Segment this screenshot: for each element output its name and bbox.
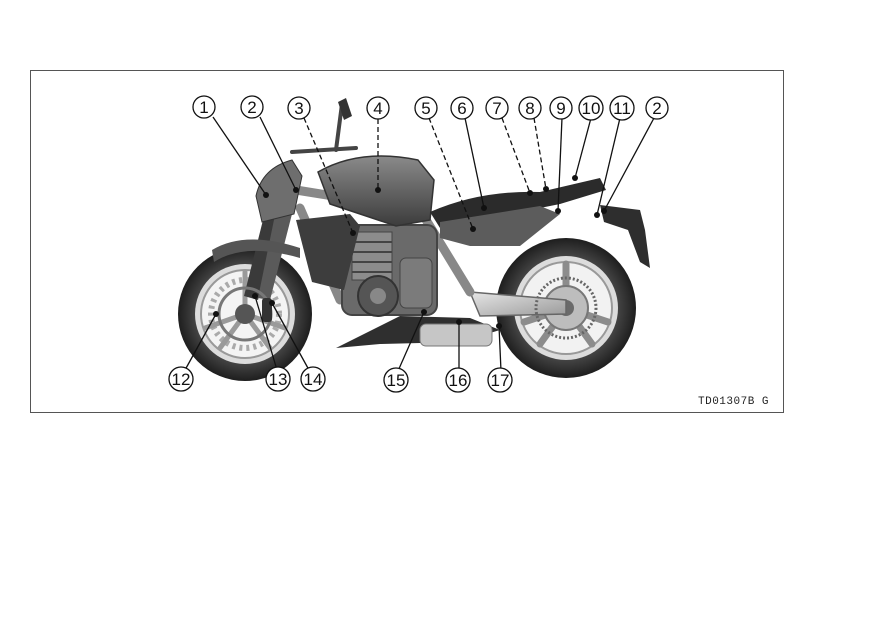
radiator-cover xyxy=(296,214,360,290)
callout-label: 7 xyxy=(492,99,501,118)
swingarm xyxy=(468,291,567,317)
callout-label: 9 xyxy=(556,99,565,118)
callout-label: 2 xyxy=(652,99,661,118)
callout-9: 9 xyxy=(549,96,573,120)
leader-lines xyxy=(184,116,655,372)
callouts: 1 2 3 4 5 6 7 8 xyxy=(168,95,669,393)
callout-label: 12 xyxy=(172,370,191,389)
callout-label: 3 xyxy=(294,99,303,118)
callout-10: 10 xyxy=(578,95,604,121)
callout-label: 10 xyxy=(582,99,601,118)
callout-label: 5 xyxy=(421,99,430,118)
callout-label: 17 xyxy=(491,371,510,390)
callout-17: 17 xyxy=(487,367,513,393)
front-wheel xyxy=(178,247,312,381)
callout-1: 1 xyxy=(192,95,216,119)
engine xyxy=(341,224,438,317)
seat xyxy=(430,178,606,228)
rear-fender xyxy=(600,205,650,268)
callout-2: 2 xyxy=(240,95,264,119)
callout-16: 16 xyxy=(445,367,471,393)
callout-label: 15 xyxy=(387,371,406,390)
mirror xyxy=(338,98,352,120)
callout-5: 5 xyxy=(414,96,438,120)
callout-label: 4 xyxy=(373,99,382,118)
leader-dots xyxy=(213,175,607,329)
handlebar xyxy=(290,102,358,154)
callout-11: 11 xyxy=(609,95,635,121)
figure-code: TD01307B G xyxy=(698,396,770,408)
motorcycle-illustration xyxy=(178,98,650,381)
headlight xyxy=(255,159,303,223)
callout-label: 6 xyxy=(457,99,466,118)
callout-6: 6 xyxy=(450,96,474,120)
side-cover xyxy=(440,206,560,246)
callout-label: 11 xyxy=(613,99,631,118)
callout-15: 15 xyxy=(383,367,409,393)
callout-2b: 2 xyxy=(645,96,669,120)
callout-7: 7 xyxy=(485,96,509,120)
callout-8: 8 xyxy=(518,96,542,120)
callout-14: 14 xyxy=(300,366,326,392)
callout-label: 14 xyxy=(304,370,323,389)
callout-label: 13 xyxy=(269,370,288,389)
callout-4: 4 xyxy=(366,96,390,120)
callout-12: 12 xyxy=(168,366,194,392)
rear-sprocket xyxy=(534,276,598,340)
callout-label: 1 xyxy=(199,98,208,117)
front-fork xyxy=(212,208,300,300)
callout-label: 2 xyxy=(247,98,256,117)
callout-label: 16 xyxy=(449,371,468,390)
callout-3: 3 xyxy=(287,96,311,120)
callout-label: 8 xyxy=(525,99,534,118)
callout-13: 13 xyxy=(265,366,291,392)
